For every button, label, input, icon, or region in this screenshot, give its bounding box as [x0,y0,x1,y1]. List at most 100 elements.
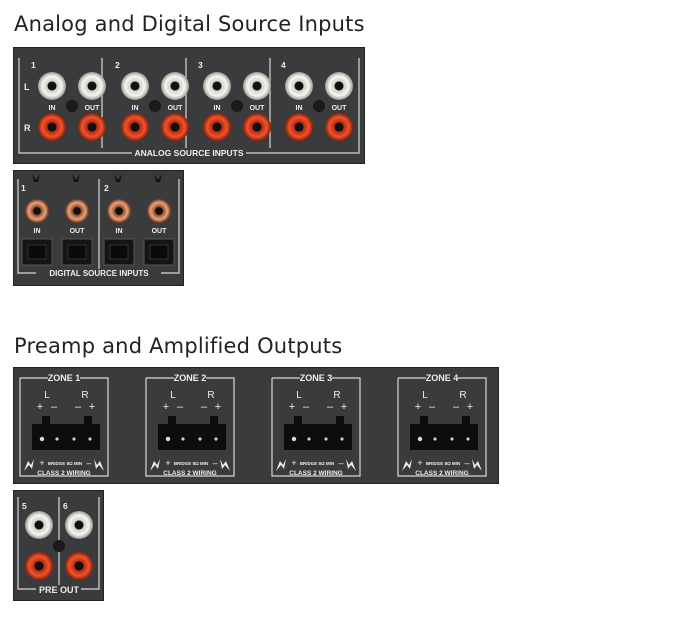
speaker-terminal-block[interactable] [32,424,100,450]
rca-jack-red[interactable] [78,113,106,141]
warning-bolt-icon [472,459,482,471]
preout-diagram: PRE OUT 5 6 [17,497,100,595]
bridge-plus: + [165,458,170,468]
terminal-tab [462,416,470,426]
rca-jack-red[interactable] [285,113,313,141]
polarity-plus: + [89,401,95,413]
speaker-terminal-block[interactable] [158,424,226,450]
warning-bolt-icon [402,459,412,471]
polarity-minus: – [429,401,436,413]
bridge-minus: – [464,458,469,468]
terminal-tab [42,416,50,426]
rca-jack-white[interactable] [121,72,149,100]
rca-jack-red[interactable] [65,552,93,580]
rca-jack-white[interactable] [203,72,231,100]
analog-group-number: 3 [198,60,203,70]
terminal-screw [307,437,311,441]
bridge-minus: – [86,458,91,468]
ground-screw [149,100,161,112]
zone-name: ZONE 1 [48,373,81,383]
coax-jack[interactable] [147,199,171,223]
terminal-screw [55,437,59,441]
mount-clip-icon [114,174,122,182]
jack-label-in: IN [49,105,56,112]
analog-inputs-diagram: ANALOG SOURCE INPUTS L R 1 IN OUT 2 IN O… [18,58,360,158]
terminal-screw [39,436,45,442]
terminal-screw [181,437,185,441]
terminal-screw [450,437,454,441]
warning-bolt-icon [346,459,356,471]
rca-jack-white[interactable] [325,72,353,100]
channel-label-right: R [459,390,466,401]
polarity-minus: – [75,401,82,413]
rca-jack-white[interactable] [78,72,106,100]
row-label-right: R [24,123,31,133]
speaker-terminal-block[interactable] [284,424,352,450]
jack-label-in: IN [132,105,139,112]
optical-port[interactable] [103,238,135,266]
rca-jack-white[interactable] [161,72,189,100]
analog-group-1: 1 IN OUT [31,60,106,141]
optical-port-shutter [67,244,87,260]
jack-label-in: IN [34,228,41,235]
polarity-plus: + [415,401,421,413]
preout-channel-number: 5 [22,501,27,511]
terminal-screw [88,437,92,441]
mount-clip-icon [32,174,40,182]
rca-jack-red[interactable] [25,552,53,580]
ground-screw [66,100,78,112]
preout-panel: PRE OUT 5 6 [13,490,104,601]
bridge-label: BRIDGE 8Ω MIN [48,461,82,466]
polarity-minus: – [51,401,58,413]
optical-port-shutter [27,244,47,260]
coax-jack[interactable] [65,199,89,223]
jack-label-out: OUT [168,105,184,112]
zone-name: ZONE 4 [426,373,459,383]
channel-label-left: L [44,390,50,401]
rca-jack-red[interactable] [325,113,353,141]
rca-jack-red[interactable] [243,113,271,141]
rca-jack-red[interactable] [121,113,149,141]
terminal-tab [168,416,176,426]
rca-jack-red[interactable] [161,113,189,141]
polarity-plus: + [163,401,169,413]
zone-outputs-diagram: ZONE 1 L R + – – + + – BRIDGE 8Ω MIN CLA… [19,373,487,477]
terminal-tab [420,416,428,426]
coax-jack[interactable] [107,199,131,223]
analog-group-number: 2 [115,60,120,70]
terminal-tab [336,416,344,426]
wiring-label: CLASS 2 WIRING [415,470,468,477]
terminal-screw [340,437,344,441]
rca-jack-red[interactable] [38,113,66,141]
ground-screw [313,100,325,112]
bridge-plus: + [39,458,44,468]
speaker-terminal-block[interactable] [410,424,478,450]
polarity-plus: + [215,401,221,413]
channel-label-right: R [207,390,214,401]
optical-port-shutter [149,244,169,260]
analog-group-number: 4 [281,60,286,70]
digital-inputs-diagram: DIGITAL SOURCE INPUTS 1 IN OUT 2 IN OUT [17,174,180,278]
polarity-plus: + [341,401,347,413]
jack-label-in: IN [296,105,303,112]
rca-jack-white[interactable] [65,511,93,539]
rca-jack-red[interactable] [203,113,231,141]
rca-jack-white[interactable] [285,72,313,100]
terminal-tab [294,416,302,426]
preout-label: PRE OUT [39,585,80,595]
jack-label-in: IN [116,228,123,235]
polarity-plus: + [467,401,473,413]
rca-jack-white[interactable] [38,72,66,100]
wiring-label: CLASS 2 WIRING [163,470,216,477]
digital-group-number: 1 [21,183,26,193]
terminal-screw [466,437,470,441]
optical-port[interactable] [143,238,175,266]
coax-jack[interactable] [25,199,49,223]
ground-screw [231,100,243,112]
terminal-screw [433,437,437,441]
inputs-section-title: Analog and Digital Source Inputs [14,12,365,36]
zone-outputs-panel: ZONE 1 L R + – – + + – BRIDGE 8Ω MIN CLA… [13,367,499,484]
terminal-screw [291,436,297,442]
rca-jack-white[interactable] [243,72,271,100]
rca-jack-white[interactable] [25,511,53,539]
